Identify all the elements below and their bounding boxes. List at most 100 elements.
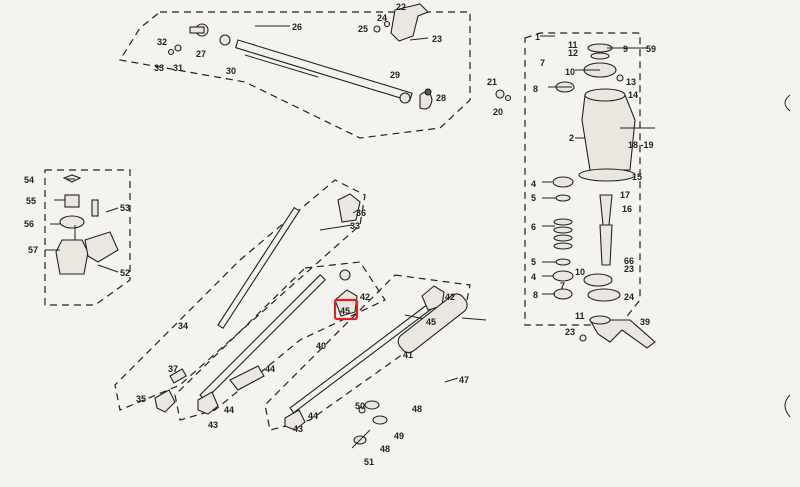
callout-7-bottom: 7 <box>560 281 565 291</box>
callout-5-bottom: 5 <box>531 257 536 267</box>
ball-joint-28-pin <box>424 88 432 96</box>
callout-23-top: 23 <box>432 34 442 44</box>
callout-59: 59 <box>646 44 656 54</box>
callout-45-highlighted: 45 <box>340 306 350 316</box>
center-link-assembly <box>197 269 358 415</box>
pitman-arm-39 <box>589 319 656 349</box>
highlighted-callout-45[interactable]: 45 <box>333 298 359 321</box>
tie-rod-line <box>244 54 319 78</box>
bolt-53 <box>91 199 99 217</box>
tie-rod-assembly <box>167 3 433 110</box>
washer-20 <box>504 94 512 102</box>
ball-joint-35 <box>154 389 176 413</box>
callout-23-right: 23 <box>624 264 634 274</box>
clamp-29 <box>399 92 411 104</box>
callout-43-center: 43 <box>208 420 218 430</box>
callout-48-right: 48 <box>412 404 422 414</box>
clamp-44 <box>229 365 265 391</box>
callout-20: 20 <box>493 107 503 117</box>
callout-10-bottom: 10 <box>575 267 585 277</box>
sector-shaft <box>599 224 613 266</box>
steering-damper-assembly <box>351 293 487 449</box>
group-outline-track-rod <box>264 274 471 431</box>
callout-57: 57 <box>28 245 38 255</box>
callout-8-bottom: 8 <box>533 290 538 300</box>
callout-54: 54 <box>24 175 34 185</box>
callout-47: 47 <box>459 375 469 385</box>
clamp-37 <box>169 368 187 384</box>
callout-2: 2 <box>569 133 574 143</box>
ring-5-top <box>555 194 571 202</box>
callout-27: 27 <box>196 49 206 59</box>
callout-39: 39 <box>640 317 650 327</box>
callout-36: 36 <box>356 208 366 218</box>
callout-56: 56 <box>24 219 34 229</box>
callout-55: 55 <box>26 196 36 206</box>
housing-top <box>584 88 626 102</box>
callout-51: 51 <box>364 457 374 467</box>
cover-24 <box>587 288 621 302</box>
bearing-4-top <box>552 176 574 188</box>
callout-labels: 1 2 4 4 5 5 6 7 7 8 8 9 10 10 11 11 12 1… <box>24 2 656 467</box>
callout-6: 6 <box>531 222 536 232</box>
binder-mark-bottom <box>784 394 791 418</box>
callout-50: 50 <box>355 401 365 411</box>
callout-12: 12 <box>568 48 578 58</box>
callout-42-center: 42 <box>360 292 370 302</box>
damper-rod <box>461 317 487 321</box>
bolt-51 <box>351 429 371 449</box>
bearing-4-bottom <box>552 270 574 282</box>
gasket-15 <box>578 168 636 182</box>
plug-21 <box>495 89 505 99</box>
steering-box-assembly <box>495 43 656 349</box>
ball-joint-42b <box>421 285 445 311</box>
ball-joint-43b <box>284 409 306 431</box>
callout-24-top: 24 <box>377 13 387 23</box>
callout-18-19: 18 -19 <box>628 140 654 150</box>
spring-6 <box>553 218 573 250</box>
callout-4-bottom: 4 <box>531 272 536 282</box>
relay-bushing-57 <box>55 239 89 275</box>
callout-44-c: 44 <box>308 411 318 421</box>
callout-26: 26 <box>292 22 302 32</box>
callout-41: 41 <box>403 350 413 360</box>
callout-33-drag: 33 <box>350 221 360 231</box>
callout-66: 66 <box>624 256 634 266</box>
center-link-40 <box>199 274 326 401</box>
callout-1: 1 <box>535 32 540 42</box>
washer-49 <box>372 415 388 425</box>
nut-30 <box>219 34 231 46</box>
bolt-23 <box>409 37 429 41</box>
callout-40: 40 <box>316 341 326 351</box>
callout-43-track: 43 <box>293 424 303 434</box>
callout-32: 32 <box>157 37 167 47</box>
washer-56 <box>59 215 85 229</box>
callout-14: 14 <box>628 90 638 100</box>
ball-joint-36 <box>337 193 361 223</box>
callout-30: 30 <box>226 66 236 76</box>
callout-44-a: 44 <box>265 364 275 374</box>
nut-25 <box>373 25 381 33</box>
ball-joint-stem <box>189 26 205 34</box>
tie-rod-26 <box>234 39 413 102</box>
nut-50 <box>358 406 366 414</box>
ball-joint-stud <box>339 269 351 281</box>
callout-4-top: 4 <box>531 179 536 189</box>
callout-11-bottom: 11 <box>575 311 585 321</box>
idler-arm-22 <box>390 3 429 42</box>
washer-12 <box>590 52 610 60</box>
washer-24 <box>383 20 391 28</box>
callout-9: 9 <box>623 44 628 54</box>
nipple-13 <box>616 74 624 82</box>
track-rod-assembly <box>284 285 445 431</box>
callout-49: 49 <box>394 431 404 441</box>
callout-25: 25 <box>358 24 368 34</box>
callout-33-top: 33 <box>154 63 164 73</box>
callout-8-top: 8 <box>533 84 538 94</box>
bearing-10-bottom <box>583 273 613 287</box>
callout-23-bottom: 23 <box>565 327 575 337</box>
callout-37: 37 <box>168 364 178 374</box>
binder-mark-top <box>784 94 791 112</box>
